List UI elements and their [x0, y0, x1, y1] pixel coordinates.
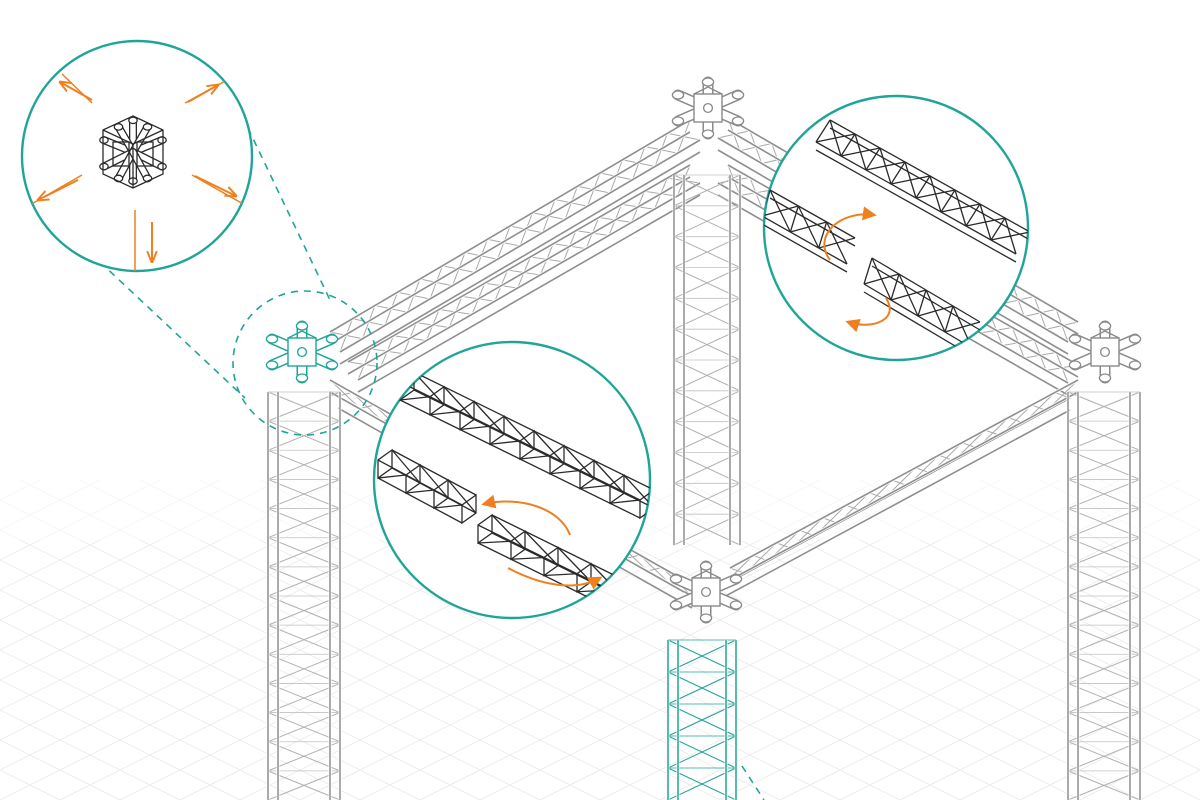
detail-corner-node	[20, 39, 254, 273]
expand-arrow-1	[60, 82, 93, 101]
expand-arrow-4	[194, 175, 236, 196]
beam-back-left-lower	[347, 163, 701, 394]
focus-ring	[232, 290, 378, 436]
truss-right-piece	[863, 257, 981, 357]
six-way-cube-icon	[99, 115, 167, 189]
rotate-arrow-lower	[845, 297, 891, 333]
slide-arrow-upper	[481, 494, 571, 536]
corner-node-right	[1068, 320, 1142, 384]
column-right	[1066, 391, 1142, 800]
box-truss-left-piece	[377, 448, 477, 525]
corner-node-back	[671, 76, 745, 140]
truss-left-piece	[764, 189, 856, 273]
expand-arrow-2	[187, 85, 218, 103]
detail-rotate-joint	[762, 94, 1030, 362]
lens-slide-joint	[372, 340, 652, 620]
beam-front-right	[721, 378, 1079, 600]
column-front-highlighted	[666, 639, 738, 800]
lens-rotate-joint	[762, 94, 1030, 362]
corner-node-left-highlighted	[265, 320, 339, 384]
rotate-arrow-upper	[823, 206, 877, 261]
slide-arrow-lower	[507, 567, 603, 590]
column-back	[672, 174, 742, 546]
leader-lines	[99, 127, 331, 399]
expand-arrow-3	[38, 179, 79, 200]
column-left	[266, 391, 342, 800]
truss-upper	[815, 119, 1028, 263]
leader-upper	[247, 127, 331, 301]
beam-back-left	[329, 118, 701, 366]
corner-node-front	[669, 560, 743, 624]
detail-slide-joint	[372, 340, 652, 620]
